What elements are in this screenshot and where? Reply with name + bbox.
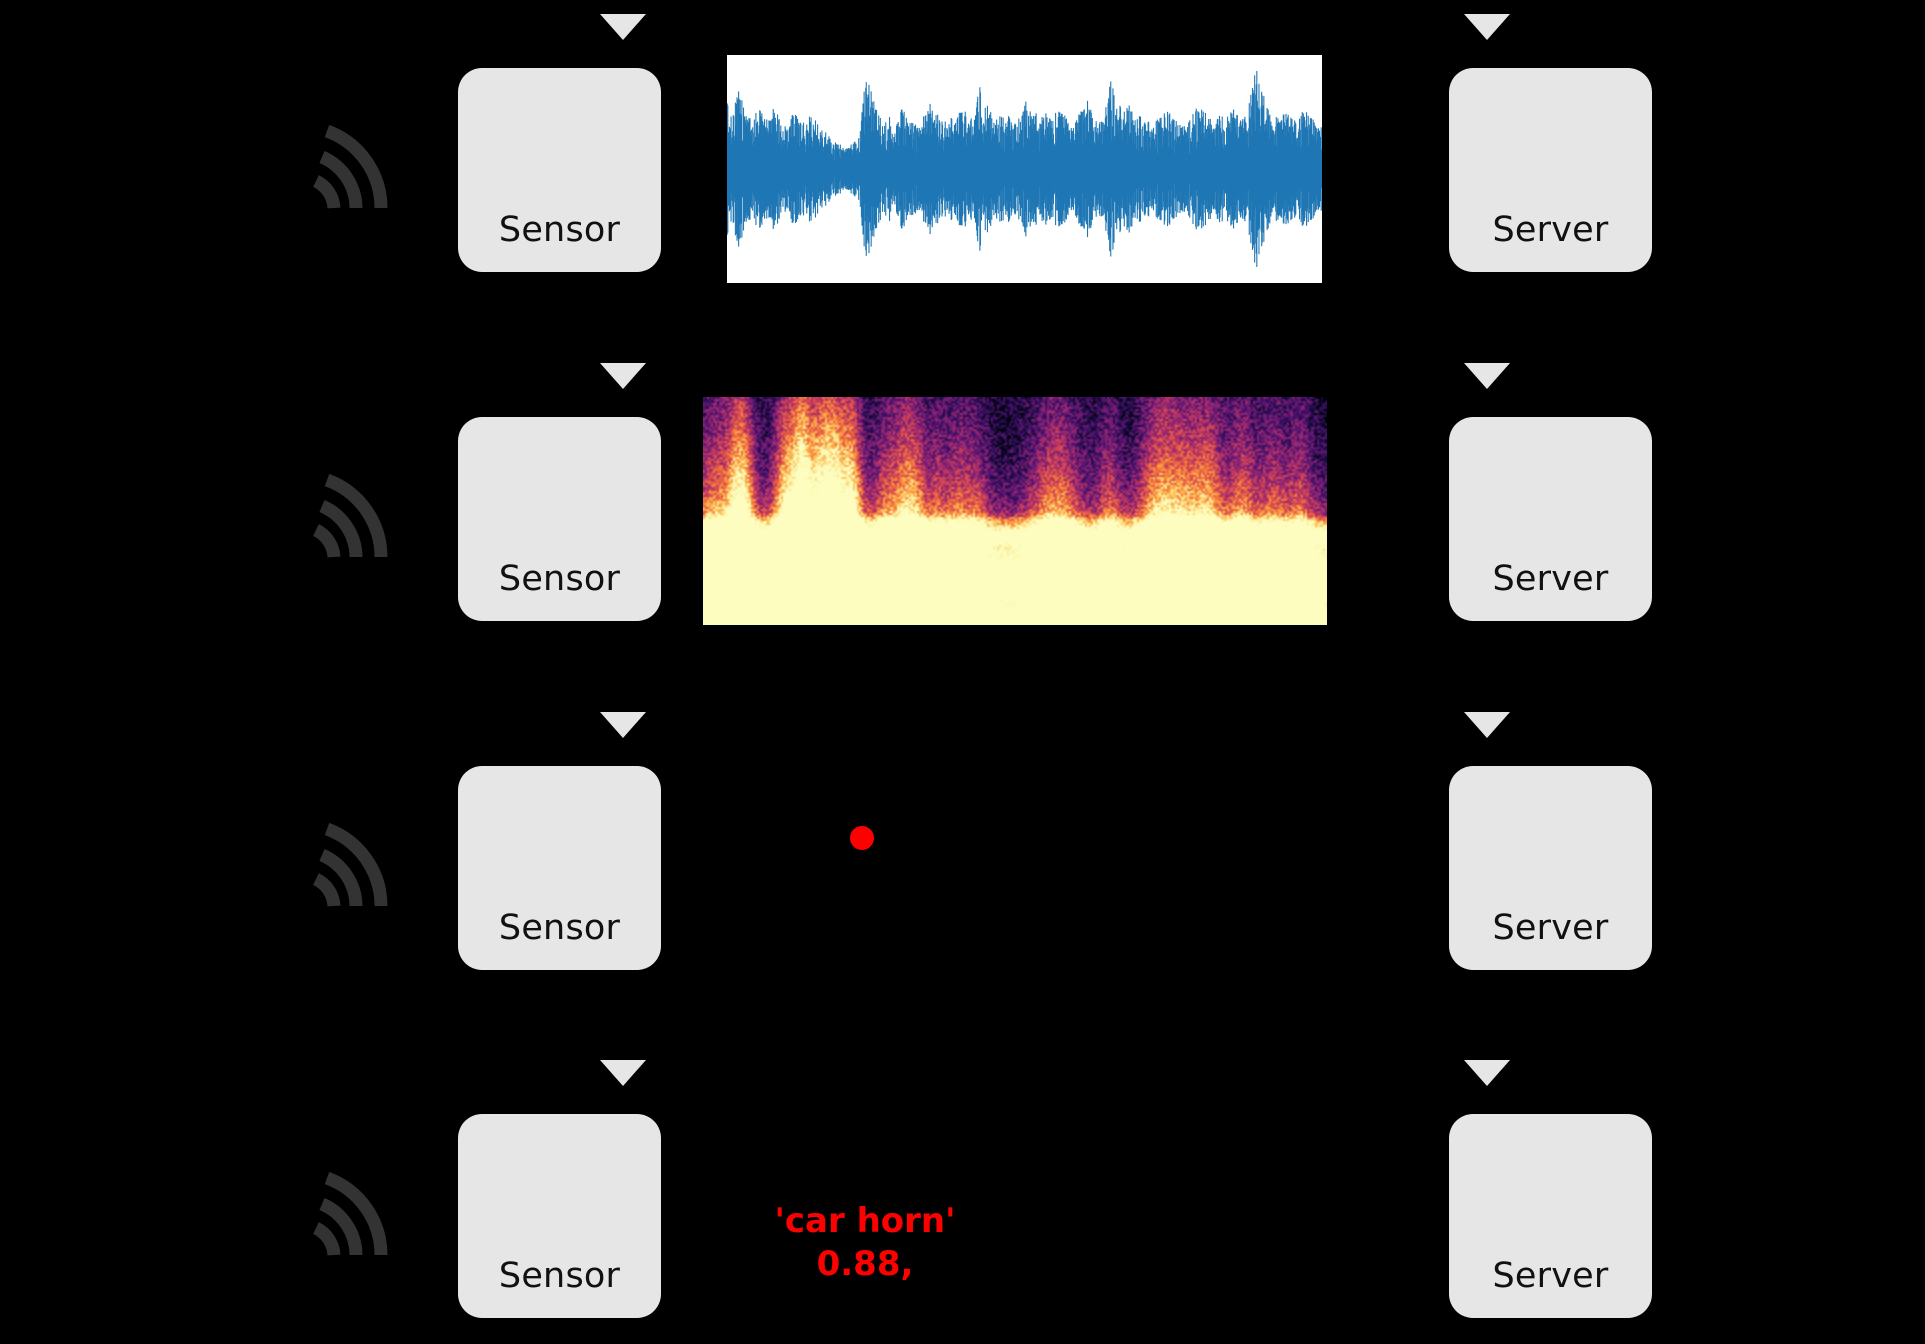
- flow-arrow-row-4: [600, 1060, 646, 1086]
- server-node-label: Server: [1492, 1256, 1609, 1296]
- server-node-label: Server: [1492, 908, 1609, 948]
- sensor-node-row-3[interactable]: Sensor: [458, 766, 661, 970]
- server-node-label: Server: [1492, 210, 1609, 250]
- sensor-node-row-4[interactable]: Sensor: [458, 1114, 661, 1318]
- server-node-row-3[interactable]: Server: [1449, 766, 1652, 970]
- server-node-row-1[interactable]: Server: [1449, 68, 1652, 272]
- server-node-label: Server: [1492, 559, 1609, 599]
- server-node-row-2[interactable]: Server: [1449, 417, 1652, 621]
- embedding-point: [850, 826, 874, 850]
- sensor-node-label: Sensor: [498, 559, 621, 599]
- flow-arrow-row-3: [600, 712, 646, 738]
- sound-wave-icon: [303, 793, 399, 911]
- server-node-row-4[interactable]: Server: [1449, 1114, 1652, 1318]
- flow-arrow-row-1-server: [1464, 14, 1510, 40]
- sensor-node-label: Sensor: [498, 1256, 621, 1296]
- flow-arrow-row-2-server: [1464, 363, 1510, 389]
- prediction-score: 0.88,: [816, 1243, 914, 1284]
- sensor-node-label: Sensor: [498, 210, 621, 250]
- sound-wave-icon: [303, 95, 399, 213]
- sensor-node-label: Sensor: [498, 908, 621, 948]
- prediction-class: 'car horn': [774, 1201, 956, 1241]
- flow-arrow-row-3-server: [1464, 712, 1510, 738]
- sound-wave-icon: [303, 444, 399, 562]
- sensor-node-row-2[interactable]: Sensor: [458, 417, 661, 621]
- waveform-plot: [727, 55, 1322, 283]
- prediction-label: 'car horn' 0.88,: [700, 1200, 1030, 1285]
- flow-arrow-row-1: [600, 14, 646, 40]
- flow-arrow-row-2: [600, 363, 646, 389]
- sensor-node-row-1[interactable]: Sensor: [458, 68, 661, 272]
- flow-arrow-row-4-server: [1464, 1060, 1510, 1086]
- sound-wave-icon: [303, 1142, 399, 1260]
- spectrogram-plot: [703, 397, 1327, 625]
